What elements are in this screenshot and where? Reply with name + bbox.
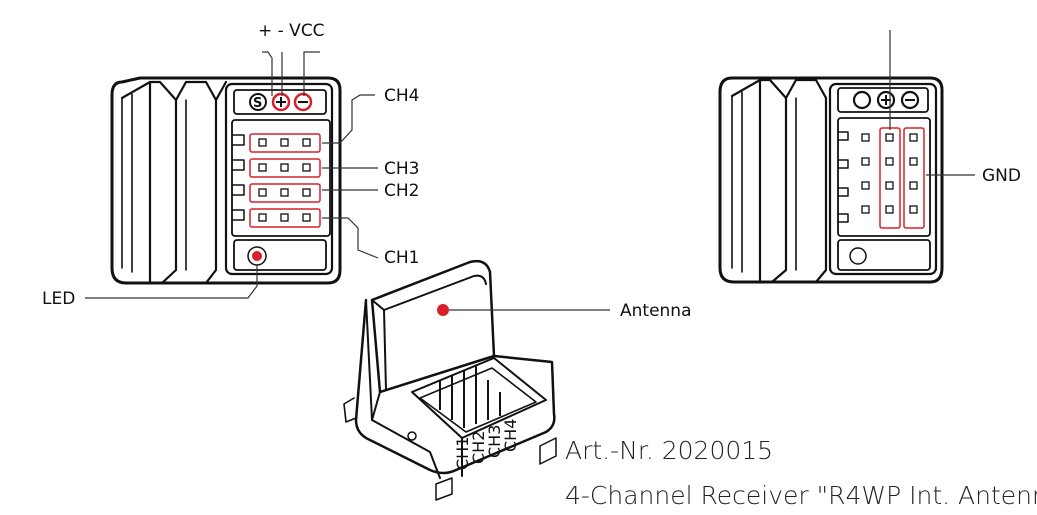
connector-label-ch3: CH3 <box>485 425 504 458</box>
gnd-pin-column <box>903 127 925 229</box>
ch3-connector <box>249 158 321 178</box>
receiver-perspective-view <box>343 259 557 501</box>
plus-icon <box>276 97 286 107</box>
receiver-back-view <box>718 76 944 284</box>
right-leader-lines <box>889 30 975 176</box>
led-dot-icon <box>252 251 262 261</box>
ch2-label: CH2 <box>384 181 419 201</box>
ch1-connector <box>249 208 321 228</box>
ch3-label: CH3 <box>384 159 419 179</box>
ch1-label: CH1 <box>384 248 419 268</box>
vcc-label: + - VCC <box>258 21 325 41</box>
antenna-dot-icon <box>437 304 449 316</box>
product-name: 4-Channel Receiver "R4WP Int. Antenn <box>565 481 1037 510</box>
ch4-label: CH4 <box>384 86 419 106</box>
left-leader-lines <box>85 51 379 299</box>
connector-channel-labels: CH1 CH2 CH3 CH4 <box>453 419 520 470</box>
minus-terminal-icon <box>293 92 313 112</box>
gnd-label: GND <box>982 166 1021 186</box>
led-label: LED <box>42 289 75 309</box>
article-number: Art.-Nr. 2020015 <box>565 436 773 465</box>
ch2-connector <box>249 183 321 203</box>
receiver-front-view: S <box>110 76 342 285</box>
connector-label-ch1: CH1 <box>453 437 472 470</box>
connector-label-ch2: CH2 <box>469 431 488 464</box>
button-s-label: S <box>253 96 262 111</box>
ch4-connector <box>249 133 321 153</box>
connector-label-ch4: CH4 <box>501 419 520 452</box>
antenna-label: Antenna <box>620 301 692 321</box>
plus-terminal-icon <box>271 92 291 112</box>
connector-pins <box>439 366 501 428</box>
